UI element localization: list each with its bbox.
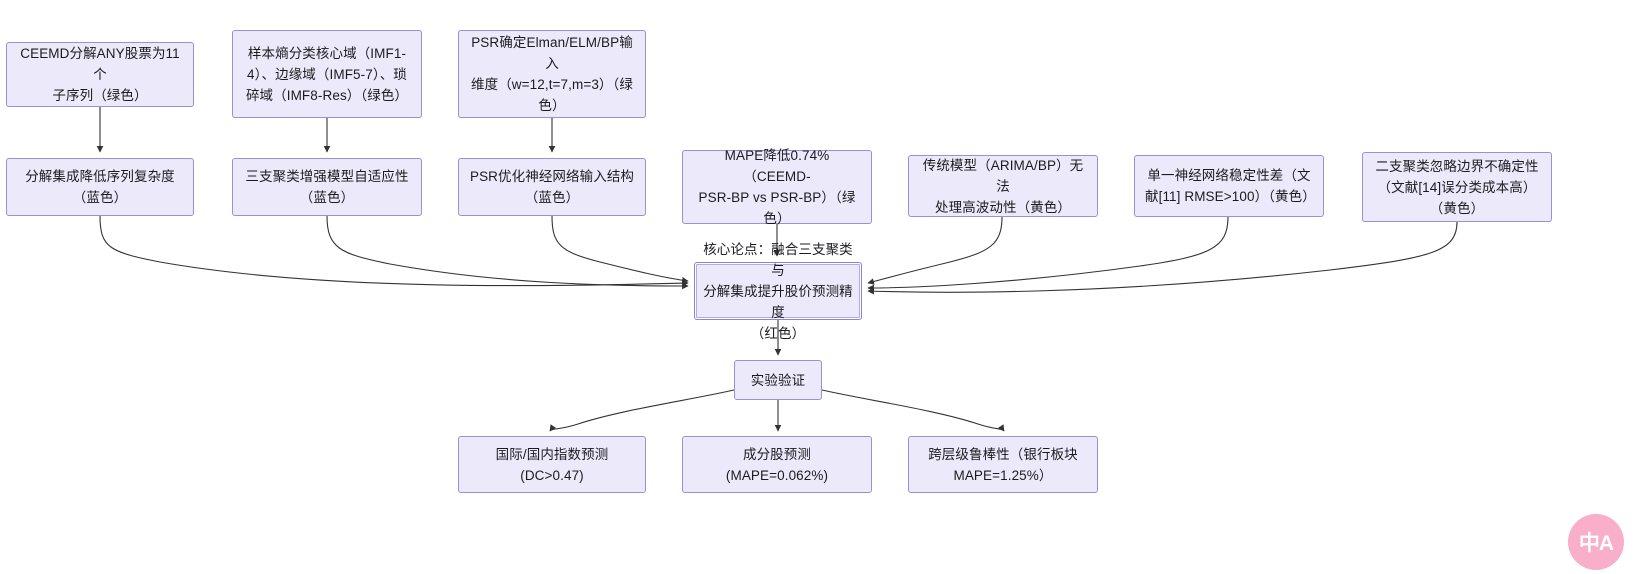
- watermark-badge: 中A: [1568, 514, 1624, 570]
- flow-edge-n8-to-core: [867, 216, 1003, 285]
- flow-node-n6[interactable]: PSR优化神经网络输入结构 （蓝色）: [458, 158, 646, 216]
- flow-node-o1[interactable]: 国际/国内指数预测 (DC>0.47): [458, 436, 646, 493]
- flow-node-n4[interactable]: 分解集成降低序列复杂度 （蓝色）: [6, 158, 194, 216]
- flow-node-core[interactable]: 核心论点：融合三支聚类与 分解集成提升股价预测精度 （红色）: [694, 242, 862, 341]
- flow-node-n3[interactable]: PSR确定Elman/ELM/BP输入 维度（w=12,t=7,m=3）（绿 色…: [458, 30, 646, 118]
- flow-node-n8[interactable]: 传统模型（ARIMA/BP）无法 处理高波动性（黄色）: [908, 155, 1098, 217]
- flow-edge-n4-to-core: [99, 215, 689, 287]
- flow-edge-exp-to-o1: [549, 389, 735, 432]
- flow-node-n5[interactable]: 三支聚类增强模型自适应性 （蓝色）: [232, 158, 422, 216]
- flow-node-n2[interactable]: 样本熵分类核心域（IMF1- 4）、边缘域（IMF5-7）、琐 碎域（IMF8-…: [232, 30, 422, 118]
- flow-node-o2[interactable]: 成分股预测 (MAPE=0.062%): [682, 436, 872, 493]
- flow-node-n10[interactable]: 二支聚类忽略边界不确定性 （文献[14]误分类成本高） （黄色）: [1362, 152, 1552, 222]
- watermark-label: 中A: [1578, 532, 1614, 555]
- flow-node-exp[interactable]: 实验验证: [734, 360, 822, 400]
- flow-node-n9[interactable]: 单一神经网络稳定性差（文 献[11] RMSE>100）（黄色）: [1134, 155, 1324, 217]
- flow-edge-n5-to-core: [326, 215, 689, 290]
- flow-node-n7[interactable]: MAPE降低0.74%（CEEMD- PSR-BP vs PSR-BP）（绿 色…: [682, 148, 872, 226]
- flow-edge-n10-to-core: [867, 221, 1458, 295]
- flow-edge-n9-to-core: [867, 216, 1229, 292]
- flow-edge-exp-to-o3: [821, 389, 1005, 432]
- flow-node-n1[interactable]: CEEMD分解ANY股票为11个 子序列（绿色）: [6, 42, 194, 107]
- flow-node-o3[interactable]: 跨层级鲁棒性（银行板块 MAPE=1.25%）: [908, 436, 1098, 493]
- flow-edge-n6-to-core: [551, 215, 689, 284]
